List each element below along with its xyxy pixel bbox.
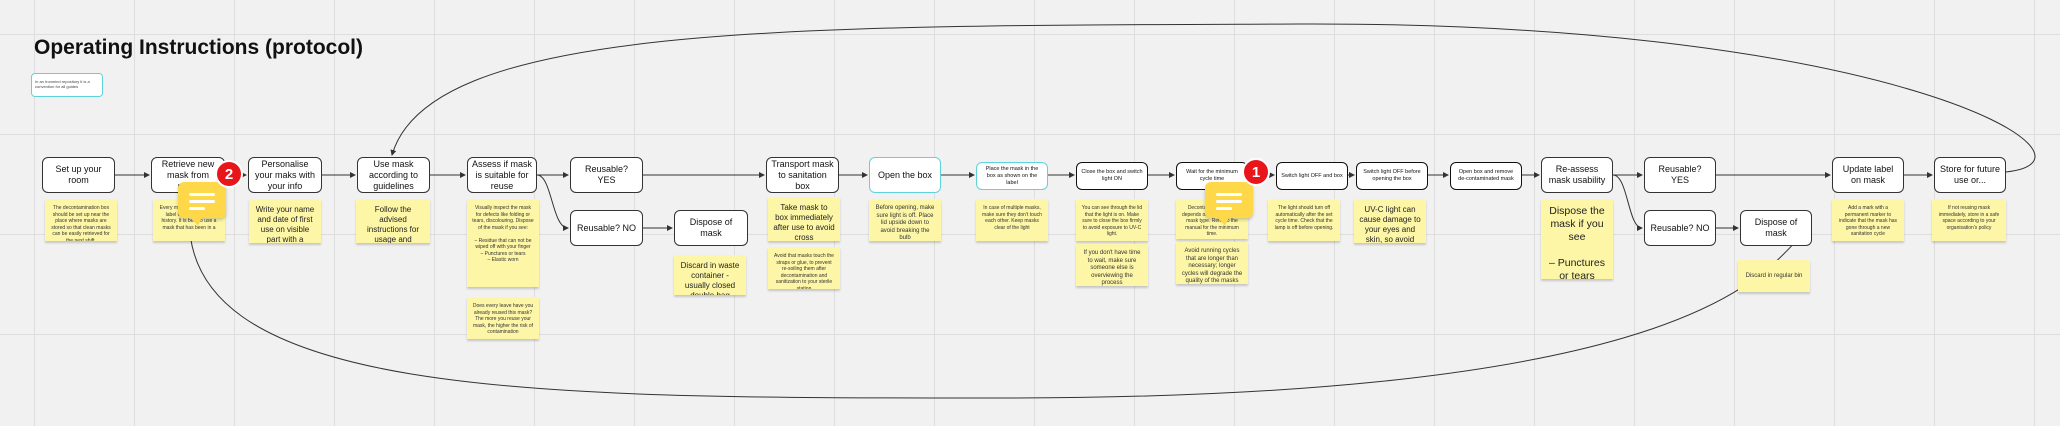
step-open-remove[interactable]: Open box and remove de-contaminated mask: [1450, 162, 1522, 190]
sticky-note-dispose-2[interactable]: Discard in regular bin: [1738, 260, 1810, 292]
step-label: Place the mask in the box as shown on th…: [985, 165, 1039, 186]
step-label: Reusable? YES: [1658, 164, 1702, 185]
arrow-assess-no: [536, 174, 569, 231]
step-label: Set up your room: [55, 164, 102, 185]
sticky-note-use[interactable]: Follow the advised instructions for usag…: [356, 199, 430, 243]
step-use[interactable]: Use mask according to guidelines: [357, 157, 430, 193]
comment-bubble: [1205, 182, 1253, 226]
comment-count-badge[interactable]: 1: [1242, 158, 1270, 186]
comment-bubble: [178, 182, 226, 226]
step-reusable-yes-2[interactable]: Reusable? YES: [1644, 157, 1716, 193]
arrow-reassess-no: [1612, 174, 1643, 231]
tag-note[interactable]: In an Ironmind repository it is a conven…: [31, 73, 103, 97]
step-label: Reusable? NO: [1650, 222, 1710, 233]
sticky-note-place-mask[interactable]: In case of multiple masks, make sure the…: [976, 199, 1048, 241]
sticky-note-close-box-2[interactable]: If you don't have time to wait, make sur…: [1076, 244, 1148, 286]
step-store[interactable]: Store for future use or...: [1934, 157, 2006, 193]
step-label: Close the box and switch light ON: [1081, 169, 1143, 182]
step-label: Open box and remove de-contaminated mask: [1458, 169, 1514, 182]
step-label: Use mask according to guidelines: [368, 158, 419, 191]
sticky-note-dispose-1[interactable]: Discard in waste container - usually clo…: [674, 255, 746, 295]
sticky-note-transport-2[interactable]: Avoid that masks touch the straps or glu…: [768, 247, 840, 289]
step-label: Transport mask to sanitation box: [771, 158, 834, 191]
step-label: Personalise your maks with your info: [254, 158, 316, 191]
step-label: Dispose of mask: [1754, 217, 1798, 238]
step-light-off[interactable]: Switch light OFF and box: [1276, 162, 1348, 190]
comment-count-badge[interactable]: 2: [215, 160, 243, 188]
step-dispose-2[interactable]: Dispose of mask: [1740, 210, 1812, 246]
step-reusable-yes[interactable]: Reusable? YES: [570, 157, 643, 193]
step-dispose-1[interactable]: Dispose of mask: [674, 210, 748, 246]
sticky-note-close-box[interactable]: You can see through the lid that the lig…: [1076, 199, 1148, 241]
step-label: Dispose of mask: [689, 217, 733, 238]
step-switch-off[interactable]: Switch light OFF before opening the box: [1356, 162, 1428, 190]
step-reassess[interactable]: Re-assess mask usability: [1541, 157, 1613, 193]
step-setup[interactable]: Set up your room: [42, 157, 115, 193]
step-update-label[interactable]: Update label on mask: [1832, 157, 1904, 193]
step-label: Assess if mask is suitable for reuse: [472, 158, 533, 191]
step-personalise[interactable]: Personalise your maks with your info: [248, 157, 322, 193]
sticky-note-assess[interactable]: Visually inspect the mask for defects li…: [467, 199, 539, 287]
step-label: Re-assess mask usability: [1548, 164, 1606, 185]
page-title: Operating Instructions (protocol): [34, 36, 363, 59]
step-label: Update label on mask: [1842, 164, 1894, 185]
sticky-note-update[interactable]: Add a mark with a permanent marker to in…: [1832, 199, 1904, 241]
comment-icon[interactable]: [178, 178, 228, 226]
sticky-note-reassess[interactable]: Dispose the mask if you see – Punctures …: [1541, 199, 1613, 279]
comment-icon[interactable]: [1205, 178, 1255, 226]
arrow-store-loop-back: [390, 23, 2036, 173]
sticky-note-switch-off[interactable]: UV-C light can cause damage to your eyes…: [1354, 199, 1426, 243]
step-label: Open the box: [877, 169, 933, 180]
sticky-note-store[interactable]: If not reusing mask immediately, store i…: [1932, 199, 2006, 241]
step-label: Switch light OFF before opening the box: [1363, 169, 1421, 182]
step-reusable-no-2[interactable]: Reusable? NO: [1644, 210, 1716, 246]
sticky-note-setup[interactable]: The decontamination box should be set up…: [45, 199, 117, 241]
step-assess[interactable]: Assess if mask is suitable for reuse: [467, 157, 537, 193]
step-label: Wait for the minimum cycle time: [1186, 169, 1238, 182]
step-label: Switch light OFF and box: [1281, 172, 1343, 179]
sticky-note-assess-2[interactable]: Does every leave have you already reused…: [467, 297, 539, 339]
step-open-box[interactable]: Open the box: [869, 157, 941, 193]
step-label: Reusable? NO: [576, 222, 637, 233]
step-close-box[interactable]: Close the box and switch light ON: [1076, 162, 1148, 190]
step-reusable-no[interactable]: Reusable? NO: [570, 210, 643, 246]
step-transport[interactable]: Transport mask to sanitation box: [766, 157, 839, 193]
step-place-mask[interactable]: Place the mask in the box as shown on th…: [976, 162, 1048, 190]
sticky-note-wait-2[interactable]: Avoid running cycles that are longer tha…: [1176, 242, 1248, 284]
sticky-note-open-box[interactable]: Before opening, make sure light is off. …: [869, 199, 941, 241]
sticky-note-transport[interactable]: Take mask to box immediately after use t…: [768, 197, 840, 241]
sticky-note-personalise[interactable]: Write your name and date of first use on…: [249, 199, 321, 243]
step-label: Store for future use or...: [1939, 164, 2001, 185]
step-label: Reusable? YES: [584, 164, 629, 185]
sticky-note-light-off[interactable]: The light should turn off automatically …: [1268, 199, 1340, 241]
